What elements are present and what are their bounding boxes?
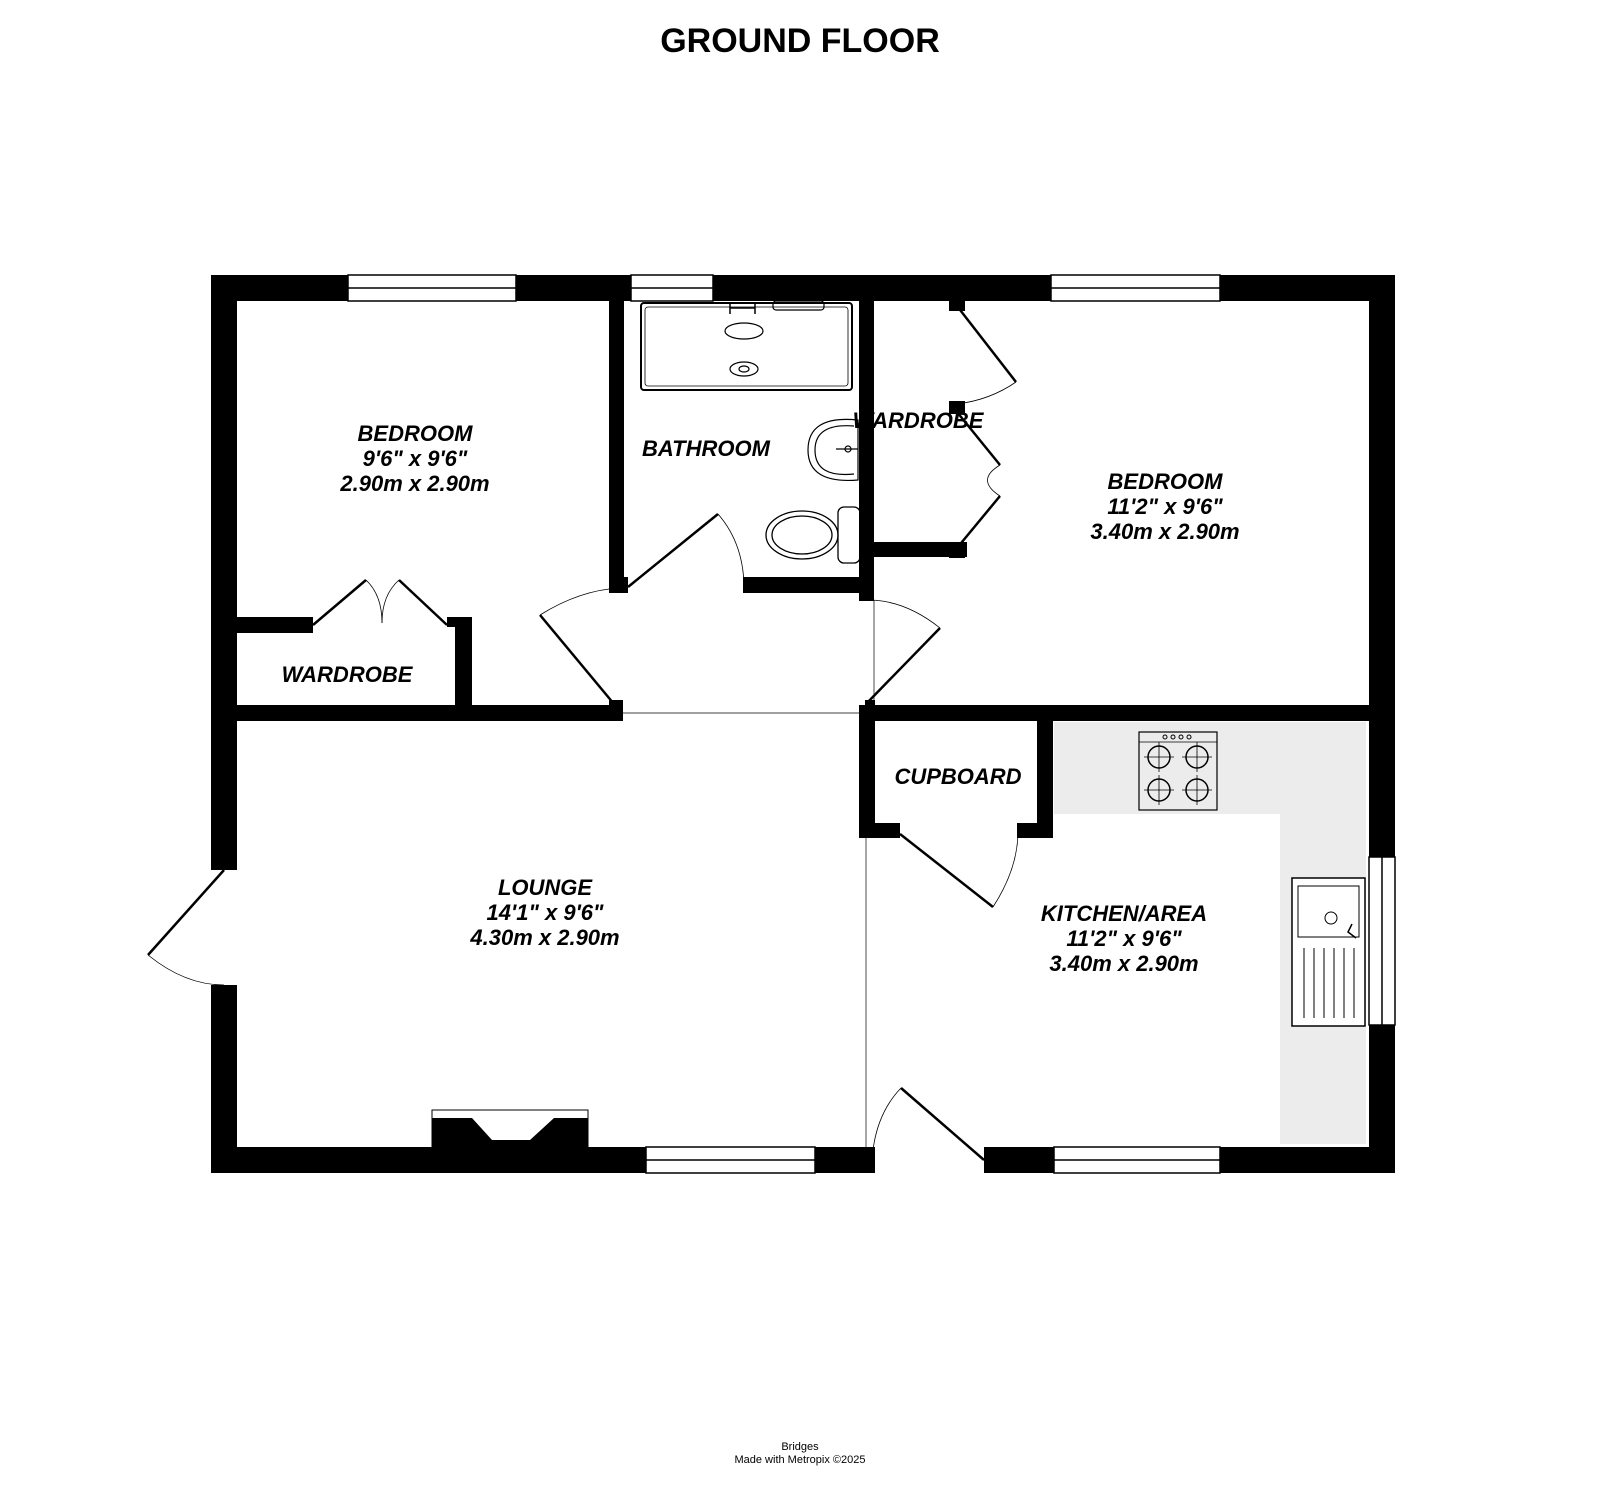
door-bedroom2 [865,599,941,705]
sink [1291,877,1366,1027]
room-name: BATHROOM [642,436,771,461]
room-name: CUPBOARD [894,764,1021,789]
window-kitchen-side [1368,856,1396,1026]
doors [147,305,1019,1161]
window-kitchen-bottom [1053,1146,1221,1174]
room-dimensions-metric: 3.40m x 2.90m [1049,951,1198,976]
door-lounge-side [147,869,225,986]
room-dimensions-metric: 3.40m x 2.90m [1090,519,1239,544]
room-bedroom2: BEDROOM 11'2" x 9'6" 3.40m x 2.90m [1090,469,1239,544]
room-dimensions-imperial: 11'2" x 9'6" [1066,926,1182,951]
room-wardrobe2: WARDROBE [853,408,985,433]
door-bathroom [627,513,745,593]
bath [640,300,853,391]
window-bathroom [630,274,714,302]
door-front [871,1087,985,1161]
room-name: BEDROOM [1108,469,1224,494]
room-dimensions-imperial: 14'1" x 9'6" [487,900,605,925]
window-bedroom2 [1050,274,1221,302]
floor-title: GROUND FLOOR [660,22,940,60]
room-wardrobe1: WARDROBE [282,662,414,687]
window-lounge [645,1146,816,1174]
walls [211,275,1395,1173]
room-name: WARDROBE [282,662,414,687]
doors-wardrobe2 [956,305,1017,549]
room-lounge: LOUNGE 14'1" x 9'6" 4.30m x 2.90m [469,875,619,950]
room-name: BEDROOM [358,421,474,446]
room-kitchen: KITCHEN/AREA 11'2" x 9'6" 3.40m x 2.90m [1041,901,1207,976]
window-bedroom1 [347,274,517,302]
basin [807,418,859,482]
room-bedroom1: BEDROOM 9'6" x 9'6" 2.90m x 2.90m [339,421,489,496]
room-name: KITCHEN/AREA [1041,901,1207,926]
door-cupboard [899,833,1019,908]
room-cupboard: CUPBOARD [894,764,1021,789]
toilet [765,506,861,564]
room-dimensions-metric: 4.30m x 2.90m [469,925,619,950]
room-dimensions-metric: 2.90m x 2.90m [339,471,489,496]
hob [1138,731,1218,811]
footer-agent: Bridges [781,1441,819,1453]
room-dimensions-imperial: 9'6" x 9'6" [363,446,468,471]
doors-wardrobe1 [312,579,448,626]
room-bathroom: BATHROOM [642,436,771,461]
room-name: WARDROBE [853,408,985,433]
windows [347,274,1396,1174]
footer-credit: Made with Metropix ©2025 [734,1454,865,1466]
room-dimensions-imperial: 11'2" x 9'6" [1107,494,1223,519]
fireplace [431,1109,589,1148]
openings [622,600,875,1160]
door-bedroom1 [539,587,621,705]
room-name: LOUNGE [498,875,593,900]
